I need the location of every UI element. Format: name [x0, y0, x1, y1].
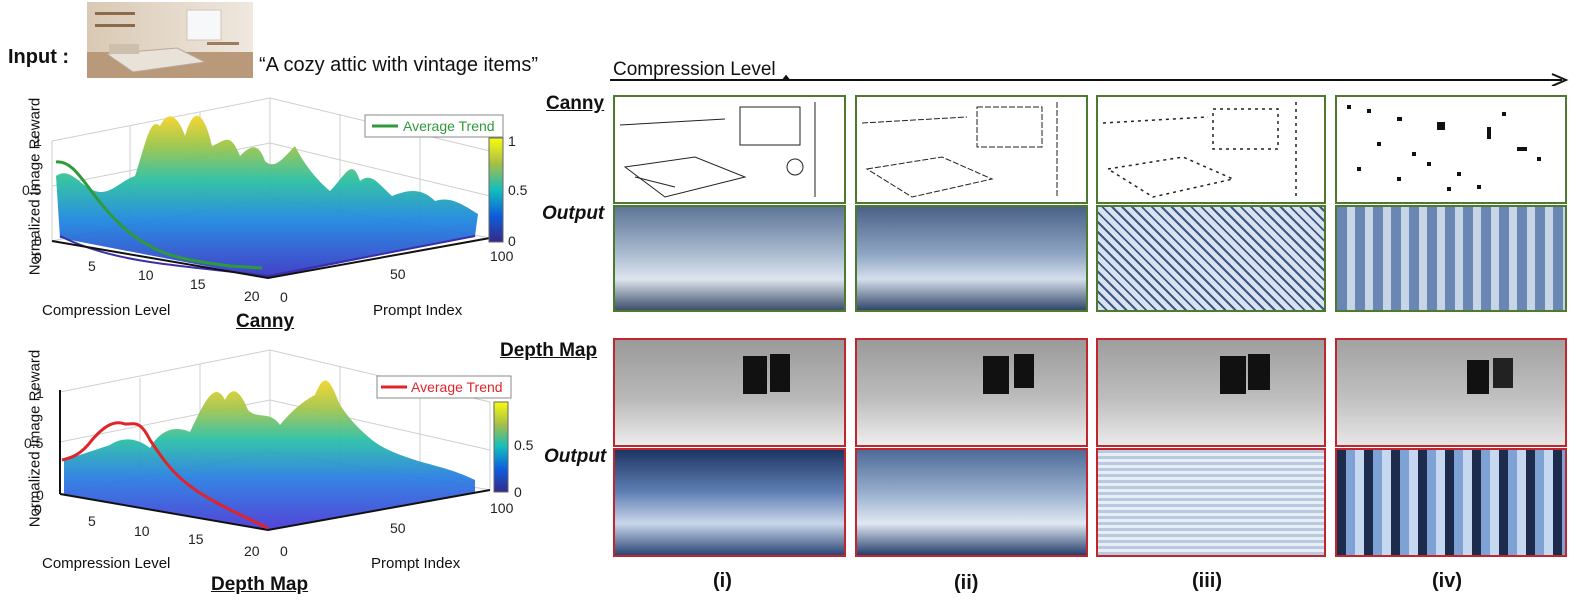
canny-edge-panel-i [613, 95, 846, 204]
canny-ylabel: Prompt Index [373, 302, 463, 319]
depth-map-panel-ii [855, 338, 1088, 447]
input-label: Input : [8, 46, 70, 68]
input-image [87, 2, 253, 78]
colorbar [488, 137, 504, 243]
compression-axis-arrow [610, 73, 1569, 86]
canny-surface-plot: 1 0.5 0 0 5 10 15 20 0 50 100 Average Tr… [22, 97, 528, 305]
depth-output-panel-iv [1335, 448, 1567, 557]
column-label-iv: (iv) [1432, 570, 1462, 592]
x-tick: 20 [244, 288, 260, 304]
depth-zlabel: Normalized Image Reward [26, 349, 44, 528]
canny-xlabel: Compression Level [42, 302, 171, 319]
depth-surface-plot: 1 0.5 0 0 5 10 15 20 0 50 100 Average Tr… [24, 349, 534, 559]
x-tick: 5 [88, 258, 96, 274]
legend-label: Average Trend [411, 379, 503, 395]
canny-output-panel-i [613, 205, 846, 312]
depth-plot-title: Depth Map [211, 574, 309, 595]
row-label-depth: Depth Map [500, 340, 598, 361]
depth-output-panel-iii [1096, 448, 1326, 557]
y-tick: 50 [390, 520, 406, 536]
colorbar-tick: 0 [508, 233, 516, 249]
row-label-canny: Canny [546, 93, 605, 114]
compression-level-label: Compression Level 🢑 [613, 55, 791, 87]
x-tick: 15 [188, 531, 204, 547]
x-tick: 0 [34, 249, 42, 265]
column-label-i: (i) [713, 570, 732, 592]
x-tick: 0 [34, 501, 42, 517]
legend-box [364, 114, 504, 138]
colorbar-tick: 0 [514, 484, 522, 500]
z-tick: 0.5 [24, 435, 44, 451]
z-tick: 1 [36, 385, 44, 401]
canny-output-panel-iii [1096, 205, 1326, 312]
depth-map-panel-i [613, 338, 846, 447]
y-tick: 100 [490, 248, 514, 264]
depth-output-panel-i [613, 448, 846, 557]
depth-xlabel: Compression Level [42, 555, 171, 572]
colorbar [493, 401, 509, 493]
canny-plot-title: Canny [236, 311, 295, 332]
colorbar-tick: 1 [508, 133, 516, 149]
x-tick: 5 [88, 513, 96, 529]
z-tick: 0.5 [22, 182, 42, 198]
canny-zlabel: Normalized Image Reward [26, 97, 44, 276]
y-tick: 0 [280, 289, 288, 305]
canny-output-panel-ii [855, 205, 1088, 312]
row-label-output-canny: Output [542, 203, 605, 224]
legend-box [376, 375, 512, 399]
canny-edge-panel-iv [1335, 95, 1567, 204]
depth-map-panel-iii [1096, 338, 1326, 447]
column-label-ii: (ii) [954, 572, 979, 594]
x-tick: 20 [244, 543, 260, 559]
up-arrow-icon: 🢑 [780, 59, 792, 80]
row-label-output-depth: Output [544, 446, 607, 467]
x-tick: 15 [190, 276, 206, 292]
z-tick: 1 [34, 133, 42, 149]
depth-ylabel: Prompt Index [371, 555, 461, 572]
colorbar-tick: 0.5 [508, 182, 528, 198]
y-tick: 50 [390, 266, 406, 282]
canny-edge-panel-ii [855, 95, 1088, 204]
z-tick: 0 [34, 233, 42, 249]
canny-output-panel-iv [1335, 205, 1567, 312]
depth-output-panel-ii [855, 448, 1088, 557]
x-tick: 10 [138, 267, 154, 283]
x-tick: 10 [134, 523, 150, 539]
z-tick: 0 [36, 487, 44, 503]
column-label-iii: (iii) [1192, 570, 1222, 592]
colorbar-tick: 0.5 [514, 437, 534, 453]
y-tick: 0 [280, 543, 288, 559]
depth-map-panel-iv [1335, 338, 1567, 447]
canny-edge-panel-iii [1096, 95, 1326, 204]
compression-level-text: Compression Level [613, 59, 776, 80]
legend-label: Average Trend [403, 118, 495, 134]
input-prompt: “A cozy attic with vintage items” [259, 54, 538, 76]
y-tick: 100 [490, 500, 514, 516]
